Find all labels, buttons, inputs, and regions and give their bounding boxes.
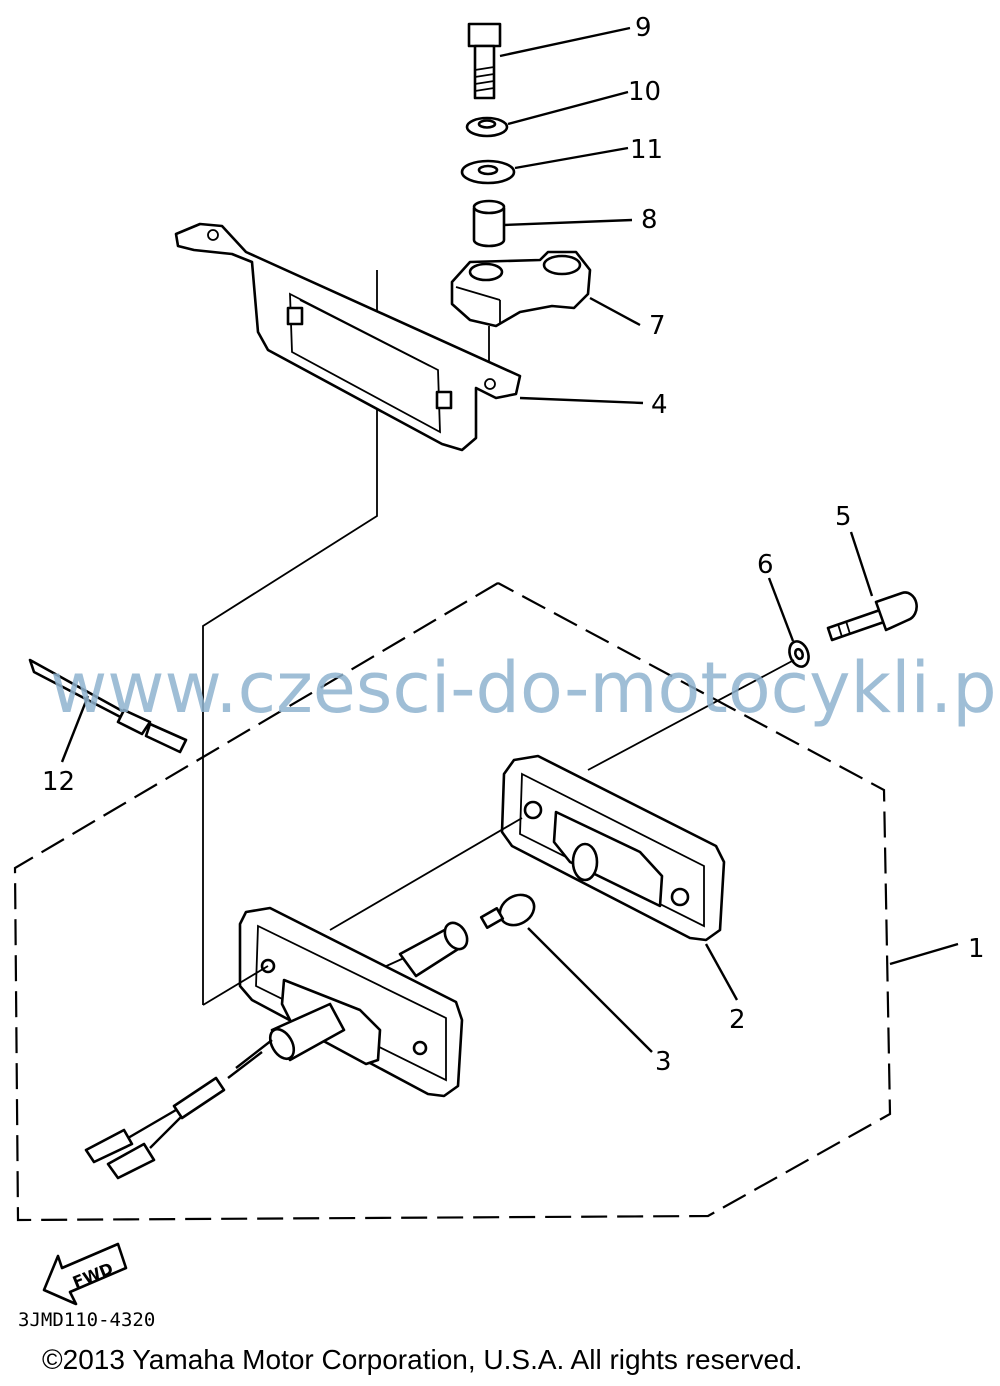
callout-8: 8 [641, 205, 658, 235]
callout-6: 6 [757, 550, 774, 580]
callout-10: 10 [628, 77, 661, 107]
callout-9: 9 [635, 13, 652, 43]
bolt-9 [467, 22, 502, 100]
fwd-arrow-icon: FWD [42, 1242, 128, 1306]
screw-5 [826, 591, 918, 642]
assembly-boundary [13, 582, 892, 1222]
callout-11: 11 [630, 135, 663, 165]
callout-12: 12 [42, 767, 75, 797]
lock-washer-10 [465, 116, 509, 138]
callout-4: 4 [651, 390, 668, 420]
washer-11 [460, 159, 516, 185]
copyright-notice: ©2013 Yamaha Motor Corporation, U.S.A. A… [42, 1344, 802, 1375]
socket [381, 921, 469, 978]
watermark: www.czesci-do-motocykli.pl [50, 647, 1000, 729]
bulb-3 [479, 893, 536, 929]
callout-2: 2 [729, 1005, 746, 1035]
lens-housing-2 [500, 754, 726, 942]
license-bracket-4 [174, 222, 522, 452]
lamp-base [238, 906, 464, 1098]
callout-5: 5 [835, 502, 852, 532]
wire-harness [84, 1039, 273, 1180]
drawing-code: 3JMD110-4320 [18, 1309, 155, 1331]
callout-7: 7 [649, 311, 666, 341]
callout-3: 3 [655, 1047, 672, 1077]
bracket-7 [450, 250, 592, 328]
collar-8 [472, 199, 506, 248]
callout-1: 1 [968, 934, 985, 964]
cable-tie-12 [28, 658, 188, 754]
washer-6 [788, 640, 810, 668]
